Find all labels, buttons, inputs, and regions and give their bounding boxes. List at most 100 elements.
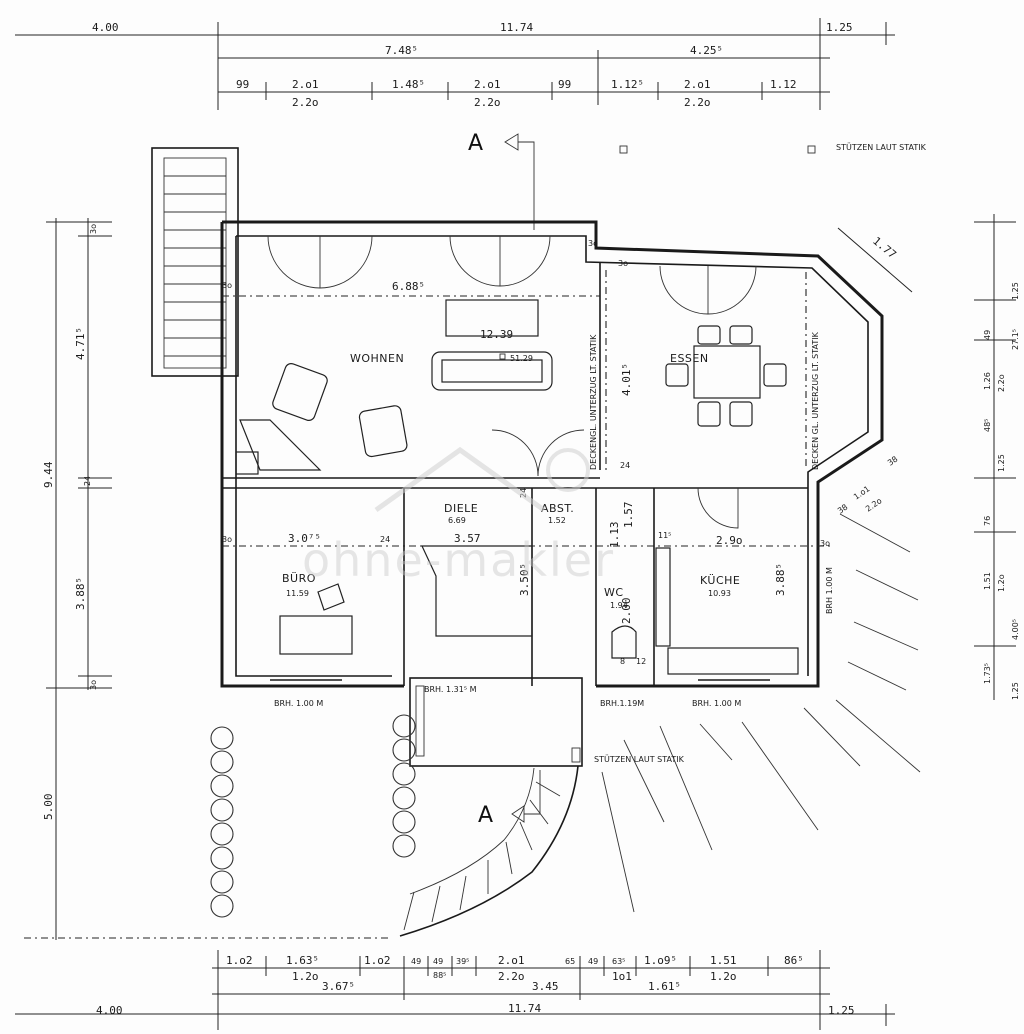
area-marker-icon [499, 353, 506, 360]
dim-left-5: 3o [89, 680, 98, 690]
dim-top-5: 4.25⁵ [690, 44, 723, 57]
dim-top-3: 1.25 [826, 21, 853, 34]
section-label-bottom: A [478, 803, 493, 828]
dim-int-22: 1.o1 [852, 484, 872, 501]
room-buero: BÜRO [282, 572, 316, 585]
dim-bot-11: 1.o9⁵ [644, 954, 677, 967]
dim-int-10: 1.13 [608, 522, 621, 549]
support-square-icon [619, 145, 628, 154]
room-wohnen: WOHNEN [350, 352, 404, 365]
area-abst: 1.52 [548, 516, 566, 525]
sill-4: BRH. 1.00 M [692, 699, 741, 708]
dim-bot-16: 88⁵ [433, 971, 446, 980]
dim-int-16: 24 [380, 535, 390, 544]
dim-int-5: 3.57 [454, 532, 481, 545]
area-wc: 1.94 [610, 601, 628, 610]
room-abst: ABST. [541, 502, 574, 515]
dim-int-21: 1.77 [870, 234, 899, 261]
dim-right-8: 76 [983, 516, 992, 526]
dim-bot-7: 2.o1 [498, 954, 525, 967]
dim-bot-19: 1o1 [612, 970, 632, 983]
landscaping [24, 513, 921, 939]
dim-bot-13: 86⁵ [784, 954, 804, 967]
dim-bot-1: 1.o2 [226, 954, 253, 967]
dim-bot-15: 3.67⁵ [322, 980, 355, 993]
room-kueche: KÜCHE [700, 574, 740, 587]
section-marker-top: A [468, 131, 535, 230]
dim-int-14: 3o [618, 259, 628, 268]
dim-bot-2: 1.63⁵ [286, 954, 319, 967]
dim-right-11: 4.00⁵ [1011, 619, 1020, 640]
dim-top-12: 2.o1 [684, 78, 711, 91]
dim-top-14: 2.2o [292, 96, 319, 109]
dim-int-27: 8 [620, 657, 625, 666]
dim-left-4: 3.88⁵ [74, 577, 87, 610]
dim-int-4: 3.0⁷⁵ [288, 532, 321, 545]
dim-left-2: 4.71⁵ [74, 327, 87, 360]
dim-bot-18: 3.45 [532, 980, 559, 993]
dim-bot-20: 1.61⁵ [648, 980, 681, 993]
supports-note: STÜTZEN LAUT STATIK [836, 142, 927, 152]
watermark: ohne-makler [302, 446, 615, 587]
room-essen: ESSEN [670, 352, 709, 365]
dim-bot-3: 1.o2 [364, 954, 391, 967]
watermark-text: ohne-makler [302, 533, 615, 587]
dim-right-9: 1.51 [983, 572, 992, 590]
supports-legend: STÜTZEN LAUT STATIK [619, 142, 927, 154]
beam-label-left: DECKENGL. UNTERZUG LT. STATIK [589, 334, 598, 470]
dim-left-6: 9.44 [42, 461, 55, 488]
room-wc: WC [604, 586, 624, 599]
dim-int-15: 3o [588, 239, 598, 248]
right-dimensions: 49 1.26 2.2o 27.1⁵ 1.25 48⁵ 1.25 76 1.51… [974, 214, 1020, 700]
dim-top-8: 1.48⁵ [392, 78, 425, 91]
window-doors-top [267, 235, 757, 529]
sill-1: BRH. 1.00 M [274, 699, 323, 708]
dim-int-24: 38 [886, 454, 900, 467]
entrance-area: STÜTZEN LAUT STATIK [399, 677, 685, 937]
dim-bot-5: 49 [433, 957, 443, 966]
sill-3: BRH.1.19M [600, 699, 644, 708]
dim-right-13: 1.25 [1011, 682, 1020, 700]
dim-int-25: 38 [836, 502, 850, 515]
dim-top-4: 7.48⁵ [385, 44, 418, 57]
dim-top-6: 99 [236, 78, 249, 91]
left-dimensions: 3o 4.71⁵ 3.88⁵ 3o 9.44 5.00 [42, 218, 112, 940]
section-marker-bottom: A [478, 770, 541, 828]
furniture [235, 299, 799, 675]
dim-int-23: 2.2o [864, 496, 884, 514]
beam-label-right: DECKEN GL. UNTERZUG LT. STATIK [811, 331, 820, 470]
dim-int-8: 3.88⁵ [774, 563, 787, 596]
outer-walls [220, 220, 884, 688]
support-legend-icon [807, 145, 816, 154]
dim-int-11: 2.00 [620, 598, 633, 625]
dim-bot-21: 1.2o [710, 970, 737, 983]
dim-bot-12: 1.51 [710, 954, 737, 967]
dim-right-3: 2.2o [997, 374, 1006, 392]
room-labels: WOHNEN 51.29 ESSEN DIELE 6.69 ABST. 1.52… [282, 352, 740, 610]
dim-int-1: 6.88⁵ [392, 280, 425, 293]
dim-top-7: 2.o1 [292, 78, 319, 91]
dim-int-13: 3o [222, 535, 232, 544]
dim-bot-8: 65 [565, 957, 575, 966]
dim-int-9: 1.57 [622, 502, 635, 529]
dim-int-26: 3o [820, 539, 830, 548]
dim-top-1: 4.00 [92, 21, 119, 34]
dim-int-6: 3.50⁵ [518, 563, 531, 596]
sill-2: BRH. 1.31⁵ M [424, 685, 477, 694]
section-arrow-top-icon [504, 133, 535, 230]
supports-note-entry: STÜTZEN LAUT STATIK [594, 754, 685, 764]
dim-bot-10: 63⁵ [612, 957, 625, 966]
dim-right-5: 1.25 [1011, 282, 1020, 300]
dim-bot-6: 39⁵ [456, 957, 469, 966]
dim-bot-4: 49 [411, 957, 421, 966]
dim-top-9: 2.o1 [474, 78, 501, 91]
dim-right-4: 27.1⁵ [1011, 329, 1020, 350]
dim-top-2: 11.74 [500, 21, 533, 34]
interior-dimensions: 6.88⁵ 12.39 4.01⁵ 3.0⁷⁵ 3.57 3.50⁵ 2.9o … [83, 227, 913, 666]
dim-top-13: 1.12 [770, 78, 797, 91]
dim-int-2: 12.39 [480, 328, 513, 341]
sill-labels: BRH. 1.00 M BRH. 1.31⁵ M BRH.1.19M BRH. … [270, 567, 834, 708]
dim-bot-23: 11.74 [508, 1002, 541, 1015]
